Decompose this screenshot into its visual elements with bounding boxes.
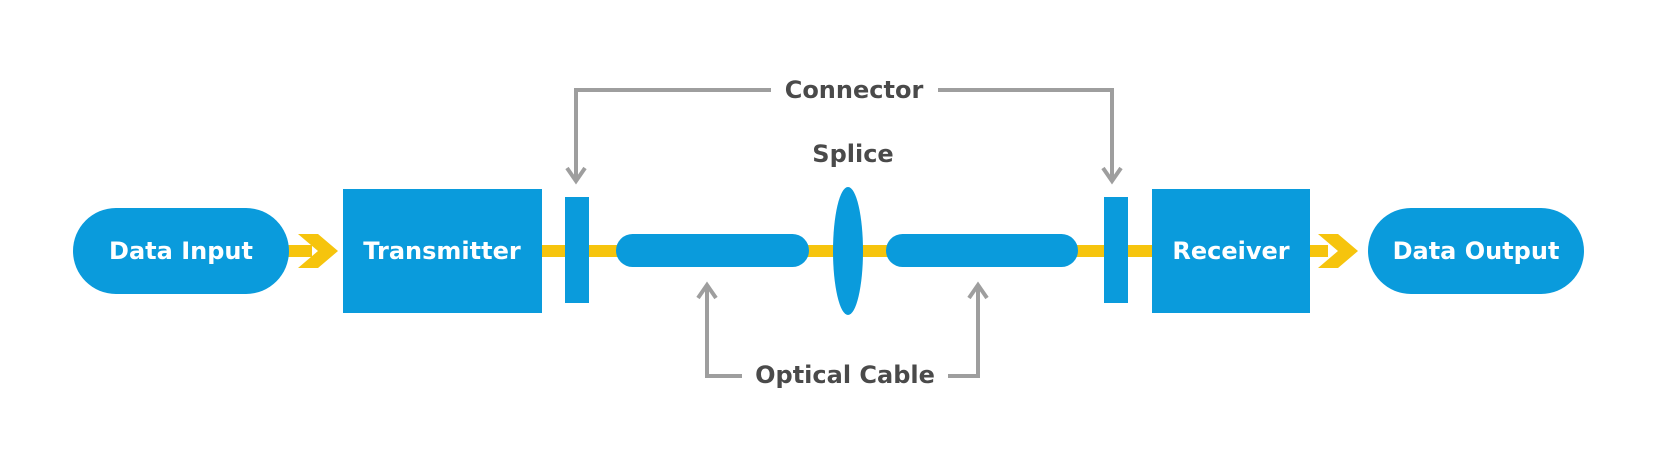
splice-label: Splice xyxy=(812,140,893,168)
data-output-node: Data Output xyxy=(1368,208,1584,294)
receiver-node: Receiver xyxy=(1152,189,1310,313)
data-input-node: Data Input xyxy=(73,208,289,294)
connector-left xyxy=(565,197,589,303)
optical-cable-leader-left xyxy=(705,288,742,378)
connector-leader-right xyxy=(938,88,1114,178)
optical-cable-arrow-left-icon xyxy=(696,281,718,300)
connector-arrow-left-icon xyxy=(565,166,587,185)
transmitter-node: Transmitter xyxy=(343,189,542,313)
connector-label: Connector xyxy=(785,76,924,104)
connector-callout xyxy=(574,88,1114,178)
input-arrow-icon xyxy=(298,234,338,268)
connector-leader-left xyxy=(574,88,771,178)
optical-cable-label: Optical Cable xyxy=(755,361,935,389)
optical-cable-arrow-right-icon xyxy=(967,281,989,300)
transmitter-label: Transmitter xyxy=(363,237,521,265)
data-input-label: Data Input xyxy=(109,237,253,265)
connector-arrow-right-icon xyxy=(1101,166,1123,185)
optical-cable-leader-right xyxy=(948,288,980,378)
data-output-label: Data Output xyxy=(1393,237,1560,265)
optical-cable-segment-1 xyxy=(616,234,809,267)
optical-cable-callout xyxy=(705,288,980,378)
splice xyxy=(833,187,863,315)
optical-cable-segment-2 xyxy=(886,234,1078,267)
output-arrow-icon xyxy=(1318,234,1358,268)
receiver-label: Receiver xyxy=(1172,237,1289,265)
connector-right xyxy=(1104,197,1128,303)
